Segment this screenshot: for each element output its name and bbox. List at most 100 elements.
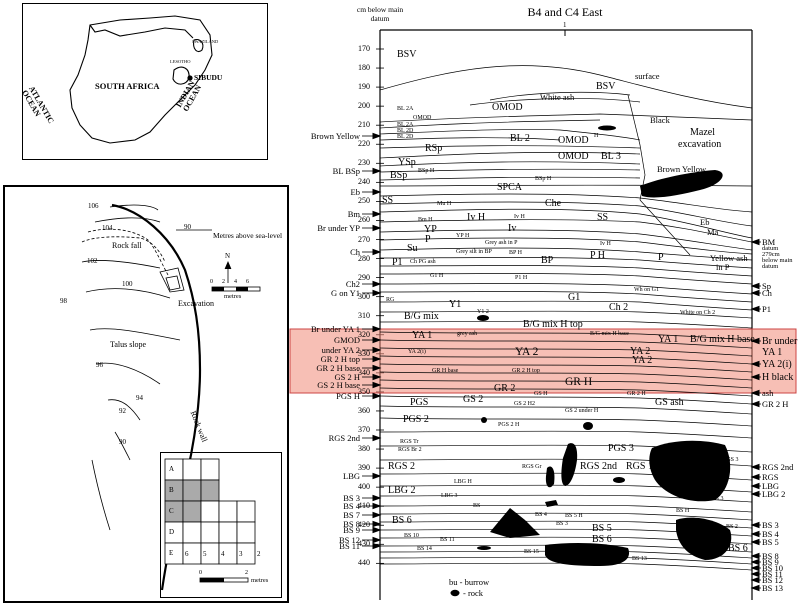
left-marker-label: Ch	[350, 246, 360, 257]
left-marker-arrowhead	[372, 381, 382, 389]
depth-label: 180	[358, 63, 370, 73]
north-label: N	[225, 252, 231, 260]
depth-label: 230	[358, 158, 370, 168]
layer-gs2: GS 2	[463, 394, 484, 405]
layer-omod-3: OMOD	[558, 151, 589, 162]
right-marker-label: BS 10	[762, 562, 784, 573]
rock-11	[676, 517, 732, 560]
legend-rock-dot	[450, 589, 460, 597]
layer-wh-g1: Wh on G1	[634, 287, 659, 293]
layer-bg-base-2: B/G mix H base	[690, 334, 755, 345]
layer-gs-h: GS H	[534, 391, 548, 397]
layer-ysp: YSp	[398, 157, 416, 168]
left-marker-label: G on Y1	[331, 287, 360, 298]
layer-white-ch2: White on Ch 2	[680, 310, 716, 316]
rock-4	[481, 417, 487, 423]
layer-black: Black	[650, 115, 670, 125]
left-marker-label: BS 7	[343, 509, 360, 520]
sa-outline	[69, 15, 213, 144]
map-label-swaziland: SWAZILAND	[192, 39, 219, 44]
plan-scale-4: 4	[234, 279, 237, 285]
grid-col-3: 3	[239, 550, 243, 558]
layer-bs15: BS 15	[524, 549, 539, 555]
layer-grey-ash-p: Grey ash in P	[485, 240, 518, 246]
left-marker-label: Brown Yellow	[310, 130, 360, 141]
rock-1	[640, 170, 723, 198]
contour-label-104: 104	[102, 224, 113, 232]
left-marker-arrowhead	[372, 167, 382, 175]
left-marker-label: BS 4	[343, 500, 360, 511]
right-marker-label: 279cm	[762, 250, 780, 258]
layer-spca: SPCA	[497, 182, 523, 193]
right-marker-label: RGS 2nd	[762, 461, 794, 472]
depth-label: 310	[358, 310, 370, 320]
layer-gr-h-base: GR H base	[432, 368, 459, 374]
depth-label: 440	[358, 558, 370, 568]
left-marker-label: Ch2	[345, 278, 360, 289]
right-marker-label: BS 4	[762, 528, 779, 539]
depth-label: 320	[358, 329, 370, 339]
rock-10	[490, 508, 540, 538]
depth-label: 350	[358, 386, 370, 396]
excavation-label: Excavation	[178, 299, 214, 308]
depth-label: 240	[358, 177, 370, 187]
left-marker-arrowhead	[372, 132, 382, 140]
layer-bl2d: BL 2D	[397, 128, 414, 134]
layer-bp-h: BP H	[509, 250, 522, 256]
right-marker-label: BS 3	[762, 519, 779, 530]
rock-14	[545, 500, 558, 507]
layer-bs5-h: BS 5 H	[565, 513, 583, 519]
grid-scale-bar	[199, 577, 249, 583]
left-marker-label: Eb	[350, 186, 360, 197]
rock-3	[477, 315, 489, 321]
left-marker-arrowhead	[372, 526, 382, 534]
plan-scale-unit: metres	[224, 293, 242, 300]
left-marker-arrowhead	[372, 392, 382, 400]
right-marker-label: datum	[762, 244, 779, 252]
layer-grey-ash: grey ash	[457, 331, 478, 337]
layer-rgs2: RGS 2	[388, 461, 415, 472]
grid-scale-unit: metres	[251, 577, 269, 584]
layer-p-h: P H	[590, 250, 605, 261]
rock-13	[477, 546, 491, 550]
sibudu-dot	[187, 75, 193, 81]
left-marker-label: BS 8	[343, 518, 360, 529]
layer-yp: YP	[424, 224, 437, 235]
layer-mazel: Mazel	[690, 127, 715, 138]
layer-rgs2nd: RGS 2nd	[580, 461, 617, 472]
right-marker-label: YA 1	[762, 346, 783, 358]
layer-rg-small: RG	[386, 297, 395, 303]
layer-bsv: BSV	[397, 49, 417, 60]
right-arrows	[750, 238, 761, 592]
depth-label: 360	[358, 405, 370, 415]
layer-bs4: BS 4	[535, 512, 547, 518]
grid-row-d: D	[169, 528, 175, 536]
left-marker-label: GR 2 H base	[316, 362, 360, 373]
layer-bl2a: BL 2A	[397, 106, 414, 112]
layer-lbg3-b: LBG 3	[707, 496, 724, 502]
right-marker-label: below main	[762, 256, 793, 264]
grid-row-b: B	[169, 486, 174, 494]
grid-col-5: 5	[203, 550, 207, 558]
layer-pgs2-h: PGS 2 H	[498, 422, 520, 428]
layer-pgs3-b: PGS 3	[723, 457, 739, 463]
left-marker-arrowhead	[372, 364, 382, 372]
left-marker-arrowhead	[372, 502, 382, 510]
layer-bm-h: Bm H	[418, 217, 433, 223]
layer-y1: Y1	[449, 299, 462, 310]
contour-label-90: 90	[119, 438, 126, 446]
depth-label: 430	[358, 539, 370, 549]
site-plan-frame	[3, 185, 289, 603]
depth-label: 420	[358, 520, 370, 530]
layer-omod-s: OMOD	[413, 115, 432, 121]
layer-su: Su	[407, 243, 418, 254]
depth-label: 290	[358, 272, 370, 282]
left-marker-arrowhead	[372, 325, 382, 333]
layer-bs6: BS 6	[392, 515, 412, 526]
layer-gr2: GR 2	[494, 383, 516, 394]
layer-p1: P1	[392, 257, 403, 268]
layer-bs2: BS 2	[726, 524, 738, 530]
depth-axis-label: cm below main datum	[356, 5, 404, 23]
layer-bg-mix: B/G mix	[404, 311, 439, 322]
